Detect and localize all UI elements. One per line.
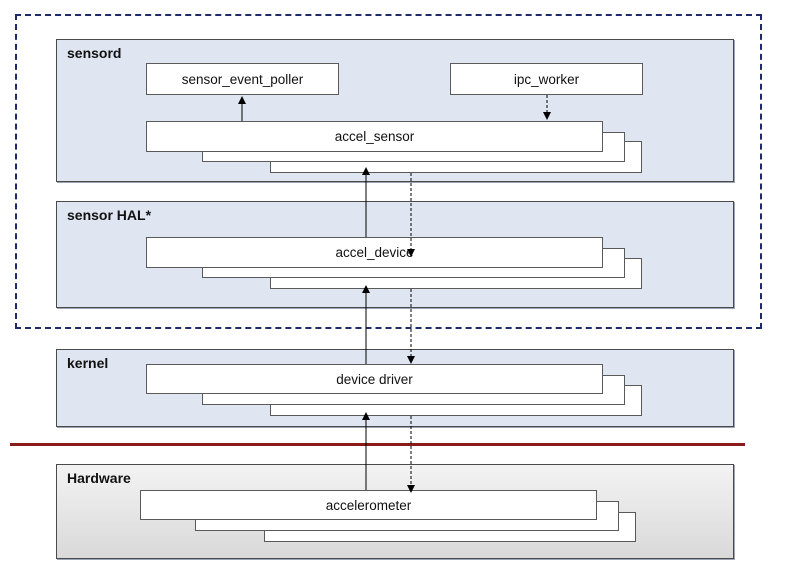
layer-sensor-hal-title: sensor HAL* — [67, 207, 152, 223]
hardware-boundary-line — [10, 443, 745, 446]
layer-sensord-title: sensord — [67, 45, 122, 61]
box-accel-sensor: accel_sensor — [146, 121, 603, 152]
userspace-dashed-frame — [15, 14, 762, 329]
box-sensor-event-poller: sensor_event_poller — [146, 63, 339, 95]
box-ipc-worker: ipc_worker — [450, 63, 643, 95]
box-accelerometer: accelerometer — [140, 490, 597, 520]
layer-kernel-title: kernel — [67, 355, 109, 371]
box-accel-device: accel_device — [146, 237, 603, 268]
layer-hardware-title: Hardware — [67, 470, 131, 486]
box-device-driver: device driver — [146, 364, 603, 394]
